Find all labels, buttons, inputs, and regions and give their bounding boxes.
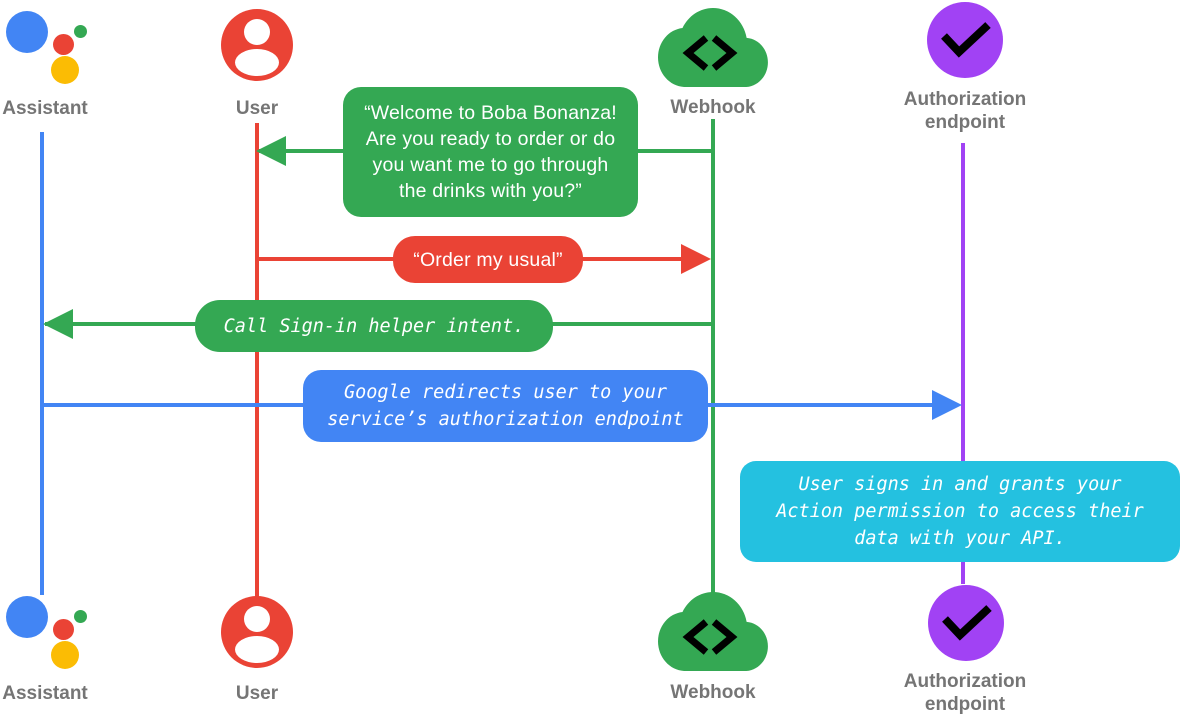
assistant-logo-green-circle	[74, 610, 87, 623]
person-head	[244, 606, 270, 632]
code-left-chevron	[682, 619, 709, 655]
assistant-logo-red-circle	[53, 34, 74, 55]
assistant-logo-yellow-circle	[51, 56, 79, 84]
assistant-logo-green-circle	[74, 25, 87, 38]
message-signin-text: Call Sign-in helper intent.	[223, 315, 525, 337]
message-order-text: “Order my usual”	[413, 248, 563, 271]
message-grants-line: data with your API.	[854, 528, 1066, 549]
message-grants-line: Action permission to access their	[776, 501, 1144, 522]
auth-label-line2: endpoint	[924, 694, 1006, 715]
arrow-redirect-head-icon	[932, 390, 962, 420]
person-icon	[221, 9, 293, 81]
message-redirect: Google redirects user to your service’s …	[303, 370, 708, 442]
message-welcome-line: Are you ready to order or do	[365, 128, 616, 150]
person-head	[244, 19, 270, 45]
person-icon	[221, 596, 293, 668]
message-welcome-line: the drinks with you?”	[398, 180, 583, 202]
lifeline-authorization-endpoint	[961, 143, 965, 584]
message-grants: User signs in and grants your Action per…	[740, 461, 1180, 562]
assistant-logo-blue-circle	[6, 11, 48, 53]
actor-label-auth-top: Authorization endpoint	[904, 88, 1026, 134]
person-body	[235, 49, 279, 76]
google-assistant-logo-icon	[0, 0, 95, 90]
auth-label-line1: Authorization	[903, 89, 1027, 110]
message-welcome-line: you want me to go through	[372, 154, 609, 176]
cloud-code-icon	[658, 592, 768, 671]
check-mark	[942, 605, 992, 641]
message-order: “Order my usual”	[393, 236, 583, 283]
message-redirect-line: Google redirects user to your	[343, 382, 667, 403]
auth-label-line2: endpoint	[924, 112, 1006, 133]
code-right-chevron	[711, 619, 738, 655]
google-assistant-logo-icon	[0, 585, 95, 675]
message-welcome-line: “Welcome to Boba Bonanza!	[364, 102, 617, 124]
arrow-signin-head-icon	[43, 309, 73, 339]
assistant-logo-yellow-circle	[51, 641, 79, 669]
message-welcome: “Welcome to Boba Bonanza! Are you ready …	[343, 87, 638, 217]
message-grants-line: User signs in and grants your	[798, 474, 1122, 495]
check-circle-icon	[927, 2, 1003, 78]
arrow-welcome-head-icon	[256, 136, 286, 166]
lifeline-user	[255, 123, 259, 597]
actor-label-webhook-top: Webhook	[670, 97, 756, 118]
arrow-order-head-icon	[681, 244, 711, 274]
actor-label-webhook-bottom: Webhook	[670, 682, 756, 703]
cloud-code-icon	[658, 8, 768, 87]
assistant-logo-red-circle	[53, 619, 74, 640]
auth-label-line1: Authorization	[903, 671, 1027, 692]
actor-label-assistant-bottom: Assistant	[2, 683, 88, 704]
actor-label-user-top: User	[235, 98, 279, 119]
actor-label-auth-bottom: Authorization endpoint	[904, 670, 1026, 716]
person-body	[235, 636, 279, 663]
message-redirect-line: service’s authorization endpoint	[327, 409, 684, 430]
message-signin: Call Sign-in helper intent.	[195, 300, 553, 352]
lifeline-webhook	[711, 119, 715, 593]
check-mark	[941, 22, 991, 58]
lifeline-assistant	[40, 132, 44, 595]
actor-label-assistant-top: Assistant	[2, 98, 88, 119]
assistant-logo-blue-circle	[6, 596, 48, 638]
actor-label-user-bottom: User	[235, 683, 279, 704]
code-right-chevron	[711, 35, 738, 71]
code-left-chevron	[682, 35, 709, 71]
check-circle-icon	[928, 585, 1004, 661]
